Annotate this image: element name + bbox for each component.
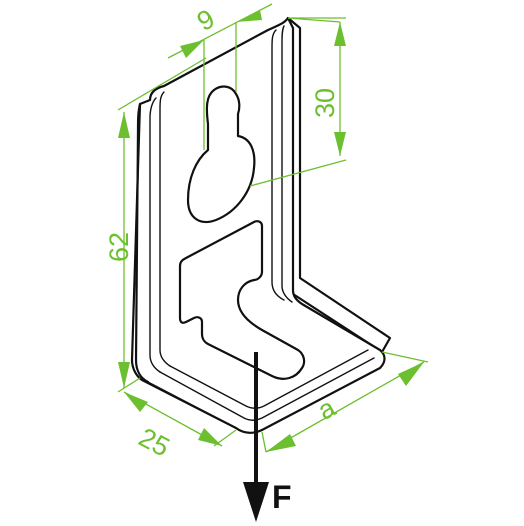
dim-9-arrow-left bbox=[180, 40, 204, 58]
dim-62-label: 62 bbox=[104, 232, 134, 262]
dim-a-extension-right bbox=[381, 351, 429, 363]
dim-a-label: a bbox=[313, 392, 341, 426]
dim-25-arrow-right bbox=[198, 428, 222, 446]
dim-a-arrow-right bbox=[398, 362, 424, 386]
dim-a-arrow-left bbox=[266, 434, 296, 452]
vertical-plate-front-face bbox=[130, 16, 386, 434]
vertical-plate-fold-left-inner bbox=[159, 91, 171, 367]
vertical-plate-left-edge bbox=[134, 102, 150, 384]
lower-slot bbox=[178, 220, 306, 380]
keyhole-slot bbox=[186, 85, 256, 224]
force-vector: F bbox=[243, 352, 292, 522]
vertical-plate-back-edge bbox=[286, 16, 392, 354]
force-arrow-head bbox=[243, 482, 269, 522]
vertical-plate-fold-left bbox=[149, 97, 161, 373]
dim-25-label: 25 bbox=[134, 422, 175, 463]
dim-30-arrow-bottom bbox=[334, 132, 346, 156]
bottom-plate-front-lip bbox=[147, 381, 237, 429]
dim-62-arrow-bottom bbox=[118, 362, 130, 388]
dim-62-arrow-top bbox=[118, 112, 130, 138]
force-label: F bbox=[272, 479, 292, 515]
dim-9-label: 9 bbox=[192, 3, 219, 37]
dim-30-extension-top-diag bbox=[287, 17, 341, 23]
bottom-plate-fold-front bbox=[159, 357, 375, 421]
dim-30-arrow-top bbox=[334, 22, 346, 46]
angle-bracket bbox=[130, 16, 392, 434]
dim-62-extension-bottom bbox=[117, 377, 141, 393]
dim-a-extension-left bbox=[261, 431, 267, 453]
dim-9-arrow-right bbox=[236, 10, 262, 22]
dim-25-arrow-left bbox=[124, 392, 148, 412]
vertical-plate-fold-right-inner bbox=[281, 25, 293, 303]
vertical-plate-fold-right bbox=[271, 29, 285, 301]
dim-30-label: 30 bbox=[310, 88, 340, 118]
dim-62-extension-top bbox=[117, 57, 207, 111]
dim-30-extension-bottom bbox=[249, 159, 347, 187]
dim-a-line bbox=[265, 361, 425, 453]
